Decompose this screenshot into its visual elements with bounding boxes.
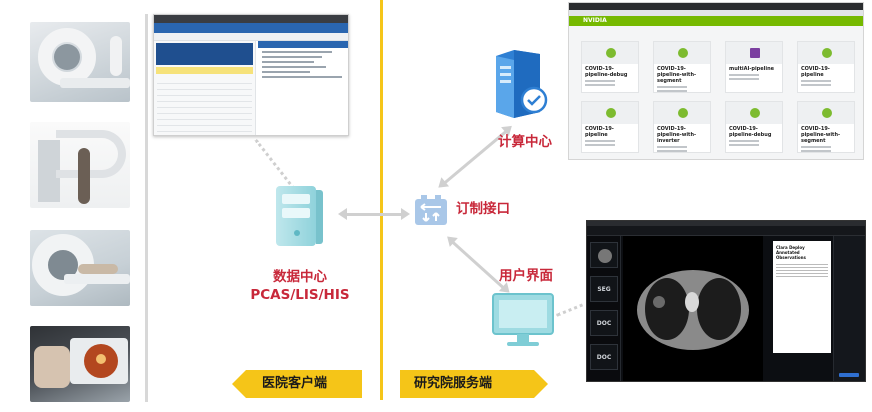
pipeline-card[interactable]: COVID-19-pipeline-with-segment [653, 41, 711, 93]
pipeline-card-title: multiAI-pipeline [729, 66, 775, 72]
hospital-app-screenshot [153, 14, 349, 136]
client-divider-line [145, 14, 148, 402]
pipeline-card[interactable]: COVID-19-pipeline-debug [581, 41, 639, 93]
user-monitor-icon [492, 293, 554, 346]
series-thumbnail-doc[interactable]: DOC [590, 344, 618, 370]
compute-server-icon [496, 50, 548, 118]
report-title: Clara Deploy Annotated Observations [776, 245, 806, 260]
mri-scanner-photo [30, 230, 130, 306]
tablet-to-datacenter-connector [254, 139, 296, 190]
pipeline-card[interactable]: multiAI-pipeline [725, 41, 783, 93]
report-document: Clara Deploy Annotated Observations [773, 241, 831, 353]
series-thumbnail[interactable] [590, 242, 618, 268]
interface-ui-arrow [450, 240, 506, 290]
pipeline-icon [750, 108, 760, 118]
hospital-client-tag: 医院客户端 [232, 370, 362, 398]
nvidia-brand: NVIDIA [583, 17, 607, 24]
pipeline-card[interactable]: COVID-19-pipeline [797, 41, 855, 93]
viewer-toolbar [587, 226, 865, 236]
api-interface-icon [415, 195, 447, 225]
custom-interface-label: 订制接口 [456, 201, 510, 217]
series-thumbnail-seg[interactable]: SEG [590, 276, 618, 302]
pipeline-card-title: COVID-19-pipeline [585, 126, 614, 138]
pipeline-card[interactable]: COVID-19-pipeline-with-inverter [653, 101, 711, 153]
pipeline-icon [678, 108, 688, 118]
multi-ai-icon [750, 48, 760, 58]
series-panel: SEG DOC DOC [587, 236, 621, 381]
datacenter-interface-arrow [338, 208, 410, 220]
xray-machine-photo [30, 122, 130, 208]
data-center-systems: PCAS/LIS/HIS [250, 287, 350, 303]
institute-server-tag: 研究院服务端 [400, 370, 548, 398]
viewer-right-panel [833, 236, 865, 381]
pipeline-card[interactable]: COVID-19-pipeline-debug [725, 101, 783, 153]
pipeline-icon [678, 48, 688, 58]
pipeline-card-title: COVID-19-pipeline-debug [729, 126, 772, 138]
compute-dashboard-screenshot: NVIDIA COVID-19-pipeline-debug COVID-19-… [568, 2, 864, 160]
series-thumbnail-doc[interactable]: DOC [590, 310, 618, 336]
data-center-title: 数据中心 [273, 269, 327, 285]
user-interface-label: 用户界面 [499, 268, 553, 284]
ct-scan-image[interactable] [623, 236, 763, 381]
dashboard-nav-bar: NVIDIA [569, 16, 863, 26]
pipeline-icon [606, 48, 616, 58]
compute-center-label: 计算中心 [498, 134, 552, 150]
pipeline-card-title: COVID-19-pipeline-with-segment [801, 126, 841, 144]
retinal-camera-photo [30, 326, 130, 402]
pipeline-card[interactable]: COVID-19-pipeline-with-segment [797, 101, 855, 153]
ct-scanner-photo [30, 22, 130, 102]
pipeline-icon [822, 108, 832, 118]
pipeline-card-title: COVID-19-pipeline-with-inverter [657, 126, 697, 144]
pipeline-icon [822, 48, 832, 58]
pipeline-card[interactable]: COVID-19-pipeline [581, 101, 639, 153]
pipeline-card-title: COVID-19-pipeline [801, 66, 830, 78]
data-center-label: 数据中心 PCAS/LIS/HIS [240, 268, 360, 304]
client-server-divider [380, 0, 383, 400]
pipeline-card-title: COVID-19-pipeline-with-segment [657, 66, 697, 84]
viewer-action-button[interactable] [839, 373, 859, 377]
pipeline-card-title: COVID-19-pipeline-debug [585, 66, 628, 78]
pipeline-icon [606, 108, 616, 118]
medical-viewer-screenshot: SEG DOC DOC Clara Deploy Annotated Obser… [586, 220, 866, 382]
data-center-server-icon [276, 186, 323, 248]
